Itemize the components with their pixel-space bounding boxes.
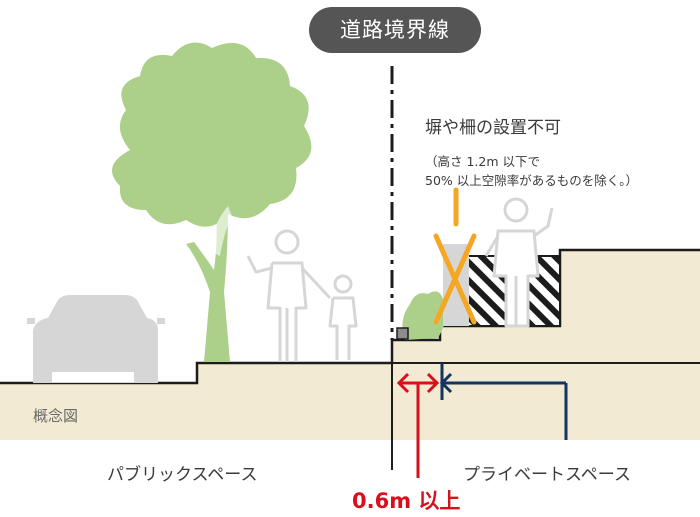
tree-illustration (112, 42, 312, 362)
ground (0, 248, 700, 440)
dimension-lines (391, 363, 420, 478)
car-silhouette (27, 295, 165, 383)
concept-label: 概念図 (33, 407, 79, 425)
road-boundary-title: 道路境界線 (309, 7, 481, 53)
prohibited-cross-icon (433, 187, 477, 325)
private-space-label: プライベートスペース (463, 465, 631, 485)
pedestrians-public (246, 229, 358, 362)
setback-distance-label: 0.6m 以上 (352, 489, 461, 513)
note-heading: 塀や柵の設置不可 (425, 118, 561, 138)
note-line-1: （高さ 1.2m 以下で (425, 154, 541, 169)
private-boundary-arrow-icon (439, 363, 568, 440)
resident-private (484, 197, 554, 328)
setback-arrow-icon (396, 372, 440, 394)
shrub (402, 291, 446, 340)
boundary-post-icon (396, 327, 409, 340)
note-line-2: 50% 以上空隙率があるものを除く。） (425, 173, 639, 188)
public-space-label: パブリックスペース (107, 465, 258, 485)
